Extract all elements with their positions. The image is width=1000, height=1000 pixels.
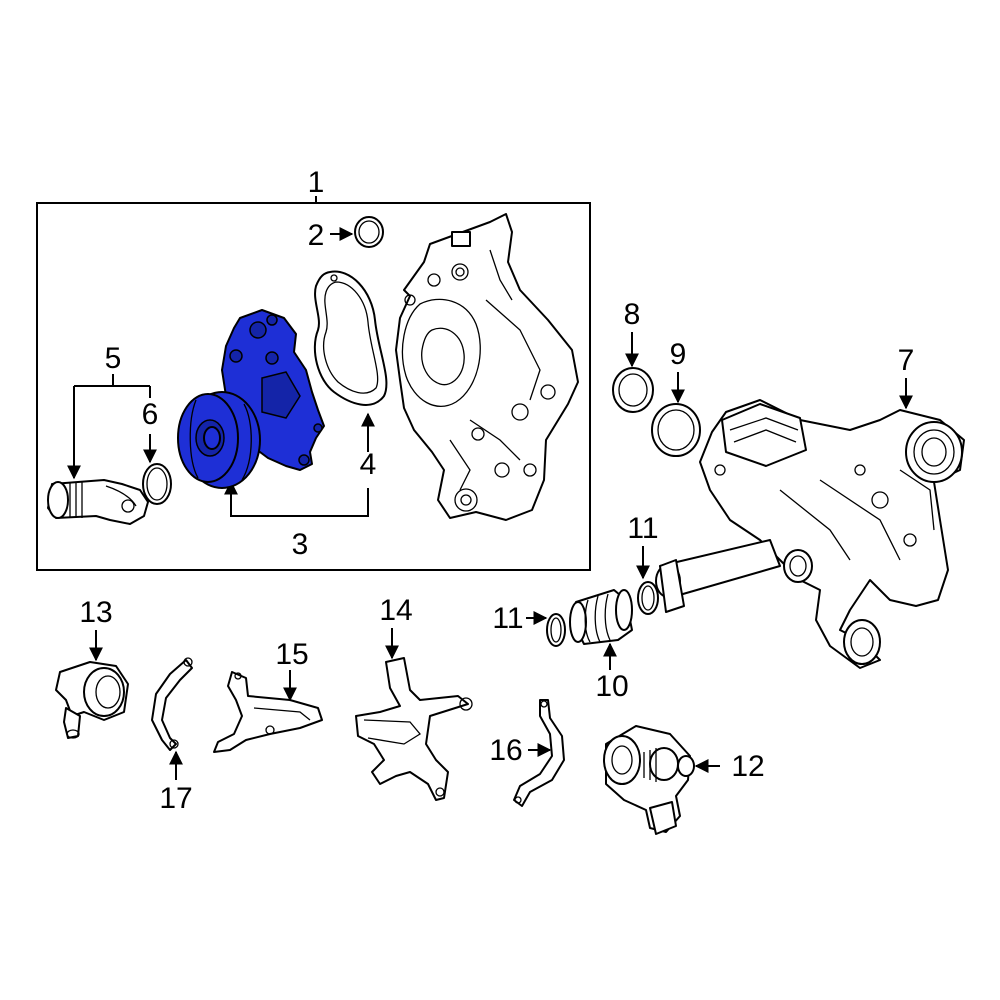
callout-10: 10 [595,670,628,703]
callout-15: 15 [275,638,308,671]
part-12-electric-pump[interactable] [603,725,695,835]
part-15-bracket[interactable] [213,671,323,753]
callout-2: 2 [308,219,325,252]
callout-1: 1 [308,166,325,199]
callout-3: 3 [292,528,309,561]
callout-13: 13 [79,596,112,629]
callout-9: 9 [670,338,687,371]
part-13-aux-pump[interactable] [55,661,129,739]
callout-7: 7 [898,344,915,377]
part-6-oring[interactable] [142,463,172,505]
part-7-thermostat-housing[interactable] [655,399,965,669]
part-17-clamp[interactable] [151,657,193,751]
callout-17: 17 [159,782,192,815]
assembly-box [36,202,591,571]
callout-14: 14 [379,594,412,627]
callout-16: 16 [489,734,522,767]
callout-12: 12 [731,750,764,783]
callout-6: 6 [142,398,159,431]
callout-8: 8 [624,298,641,331]
part-3-water-pump[interactable] [177,309,325,489]
part-5-pipe-fitting[interactable] [47,479,149,525]
callout-4: 4 [360,448,377,481]
callout-5: 5 [105,342,122,375]
callout-11-upper: 11 [627,512,658,545]
part-10-hose[interactable] [569,589,633,645]
part-9-seal[interactable] [651,403,701,457]
part-4-gasket[interactable] [313,270,388,406]
part-11-ring-upper[interactable] [637,581,659,615]
engine-housing[interactable] [395,213,579,521]
callout-11-lower: 11 [492,602,523,635]
leader-3 [224,480,369,517]
part-2-oring[interactable] [354,216,384,248]
part-16-clamp[interactable] [513,699,565,807]
part-14-bracket[interactable] [355,657,473,801]
part-8-seal[interactable] [612,367,654,413]
part-11-ring-lower[interactable] [546,613,566,647]
